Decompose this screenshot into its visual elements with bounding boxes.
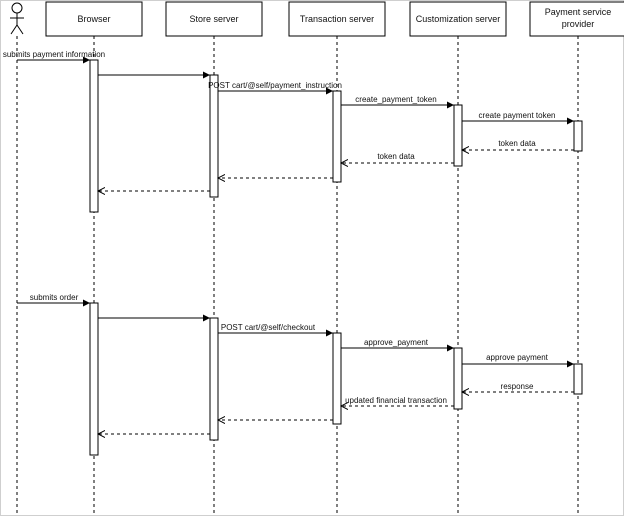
activation-browser bbox=[89, 302, 99, 456]
activation-browser bbox=[89, 59, 99, 213]
activation-payment-service-provider bbox=[573, 120, 583, 152]
message-label: token data bbox=[377, 152, 415, 161]
participant-label: Store server bbox=[189, 14, 238, 24]
return-message: response bbox=[462, 382, 574, 392]
message: submits payment information bbox=[3, 50, 105, 64]
message-label: response bbox=[501, 382, 534, 391]
message: create_payment_token bbox=[341, 95, 454, 109]
message-label: submits order bbox=[30, 293, 79, 302]
message: POST cart/@self/checkout bbox=[218, 323, 333, 337]
return-message: updated financial transaction bbox=[341, 396, 454, 406]
message-label: POST cart/@self/payment_instruction bbox=[208, 81, 342, 90]
participant-label-line-1: Payment service bbox=[545, 7, 612, 17]
message: approve payment bbox=[462, 353, 574, 368]
participant-label: Browser bbox=[77, 14, 110, 24]
message: submits order bbox=[17, 293, 90, 307]
return-message: token data bbox=[341, 152, 454, 163]
participant-store-server: Store server bbox=[165, 1, 263, 37]
message-label: create payment token bbox=[479, 111, 556, 120]
participant-label: Customization server bbox=[416, 14, 501, 24]
message: create payment token bbox=[462, 111, 574, 125]
message: POST cart/@self/payment_instruction bbox=[208, 81, 342, 95]
message: approve_payment bbox=[341, 338, 454, 352]
participant-label: Transaction server bbox=[300, 14, 374, 24]
activation-store-server bbox=[209, 74, 219, 198]
message-label: POST cart/@self/checkout bbox=[221, 323, 316, 332]
activation-transaction-server bbox=[332, 332, 342, 425]
return-message: token data bbox=[462, 139, 574, 150]
participant-payment-service-provider: Payment service provider bbox=[529, 1, 624, 37]
activation-customization-server bbox=[453, 347, 463, 410]
activation-customization-server bbox=[453, 104, 463, 167]
message-label: approve payment bbox=[486, 353, 549, 362]
participant-label-line-2: provider bbox=[562, 19, 595, 29]
actor-icon bbox=[10, 2, 24, 35]
participant-customization-server: Customization server bbox=[409, 1, 507, 37]
activation-transaction-server bbox=[332, 90, 342, 183]
participant-browser: Browser bbox=[45, 1, 143, 37]
message-label: updated financial transaction bbox=[345, 396, 447, 405]
message-label: token data bbox=[498, 139, 536, 148]
participant-transaction-server: Transaction server bbox=[288, 1, 386, 37]
activation-payment-service-provider bbox=[573, 363, 583, 395]
activation-store-server bbox=[209, 317, 219, 441]
message-label: approve_payment bbox=[364, 338, 429, 347]
message-label: submits payment information bbox=[3, 50, 105, 59]
message-label: create_payment_token bbox=[355, 95, 436, 104]
